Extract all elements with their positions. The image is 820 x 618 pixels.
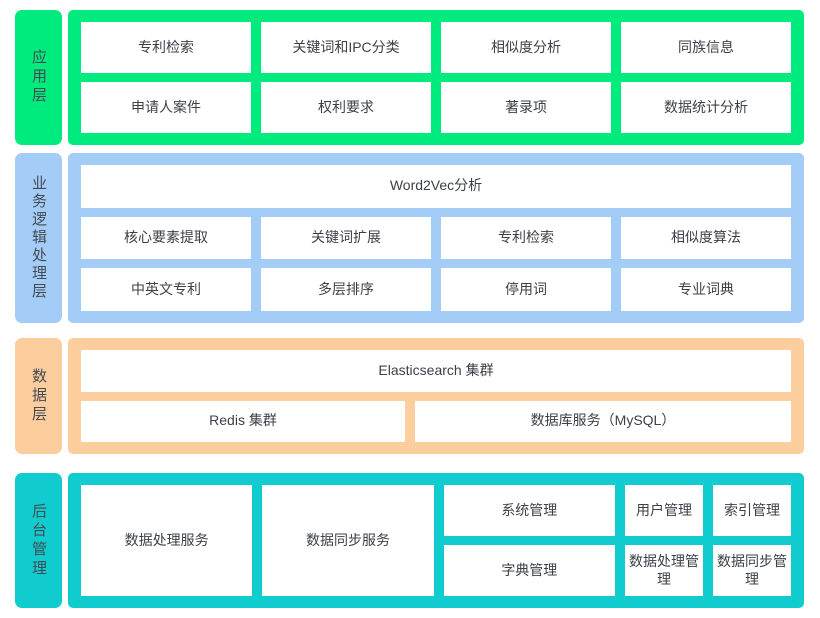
card-data-processing-service[interactable]: 数据处理服务 (81, 485, 253, 596)
card-redis-cluster[interactable]: Redis 集群 (81, 400, 405, 442)
layer-label-business-logic: 业务逻辑处理层 (15, 153, 62, 323)
card-system-management[interactable]: 系统管理 (443, 485, 615, 536)
card-database-service-mysql[interactable]: 数据库服务（MySQL） (415, 400, 791, 442)
layer-backstage-management: 后台管理 系统管理 用户管理 索引管理 数据处理服务 数据同步服务 字典管理 数… (0, 473, 820, 608)
layer-row: Word2Vec分析 (81, 165, 791, 208)
layer-data: 数据层 Elasticsearch 集群 Redis 集群 数据库服务（MySQ… (0, 338, 820, 454)
card-dictionary-management[interactable]: 字典管理 (443, 545, 615, 596)
layer-label-data: 数据层 (15, 338, 62, 454)
card-data-sync-service[interactable]: 数据同步服务 (262, 485, 434, 596)
layer-label-backstage-management: 后台管理 (15, 473, 62, 608)
card-data-statistics-analysis[interactable]: 数据统计分析 (621, 82, 791, 133)
card-elasticsearch-cluster[interactable]: Elasticsearch 集群 (81, 350, 791, 392)
card-core-element-extraction[interactable]: 核心要素提取 (81, 216, 251, 260)
card-data-sync-management[interactable]: 数据同步管理 (712, 545, 791, 596)
card-word2vec-analysis[interactable]: Word2Vec分析 (81, 165, 791, 208)
card-stopwords[interactable]: 停用词 (441, 268, 611, 312)
layer-label-backstage-management-text: 后台管理 (30, 502, 47, 579)
layer-body-backstage-management: 系统管理 用户管理 索引管理 数据处理服务 数据同步服务 字典管理 数据处理管理… (68, 473, 804, 608)
layer-business-logic: 业务逻辑处理层 Word2Vec分析 核心要素提取 关键词扩展 专利检索 相似度… (0, 153, 820, 323)
layer-row: Elasticsearch 集群 (81, 350, 791, 392)
card-bibliographic-items[interactable]: 著录项 (441, 82, 611, 133)
layer-row: 中英文专利 多层排序 停用词 专业词典 (81, 268, 791, 312)
card-applicant-cases[interactable]: 申请人案件 (81, 82, 251, 133)
card-keyword-ipc-classification[interactable]: 关键词和IPC分类 (261, 22, 431, 73)
card-multilayer-sorting[interactable]: 多层排序 (261, 268, 431, 312)
layer-label-application-text: 应用层 (30, 49, 47, 106)
layer-row: 申请人案件 权利要求 著录项 数据统计分析 (81, 82, 791, 133)
layer-row: 专利检索 关键词和IPC分类 相似度分析 同族信息 (81, 22, 791, 73)
card-claims[interactable]: 权利要求 (261, 82, 431, 133)
layer-row: Redis 集群 数据库服务（MySQL） (81, 400, 791, 442)
layer-body-application: 专利检索 关键词和IPC分类 相似度分析 同族信息 申请人案件 权利要求 著录项… (68, 10, 804, 145)
card-keyword-expansion[interactable]: 关键词扩展 (261, 216, 431, 260)
layer-body-business-logic: Word2Vec分析 核心要素提取 关键词扩展 专利检索 相似度算法 中英文专利… (68, 153, 804, 323)
backstage-grid: 系统管理 用户管理 索引管理 数据处理服务 数据同步服务 字典管理 数据处理管理… (81, 485, 791, 596)
card-index-management[interactable]: 索引管理 (712, 485, 791, 536)
card-user-management[interactable]: 用户管理 (624, 485, 703, 536)
card-data-processing-management[interactable]: 数据处理管理 (624, 545, 703, 596)
card-family-information[interactable]: 同族信息 (621, 22, 791, 73)
layer-body-data: Elasticsearch 集群 Redis 集群 数据库服务（MySQL） (68, 338, 804, 454)
card-similarity-algorithm[interactable]: 相似度算法 (621, 216, 791, 260)
card-similarity-analysis[interactable]: 相似度分析 (441, 22, 611, 73)
card-patent-search[interactable]: 专利检索 (441, 216, 611, 260)
layer-label-business-logic-text: 业务逻辑处理层 (30, 175, 47, 301)
card-chinese-english-patent[interactable]: 中英文专利 (81, 268, 251, 312)
card-patent-search[interactable]: 专利检索 (81, 22, 251, 73)
layer-label-application: 应用层 (15, 10, 62, 145)
layer-label-data-text: 数据层 (30, 367, 47, 425)
layer-row: 核心要素提取 关键词扩展 专利检索 相似度算法 (81, 216, 791, 260)
card-professional-dictionary[interactable]: 专业词典 (621, 268, 791, 312)
layer-application: 应用层 专利检索 关键词和IPC分类 相似度分析 同族信息 申请人案件 权利要求… (0, 10, 820, 145)
